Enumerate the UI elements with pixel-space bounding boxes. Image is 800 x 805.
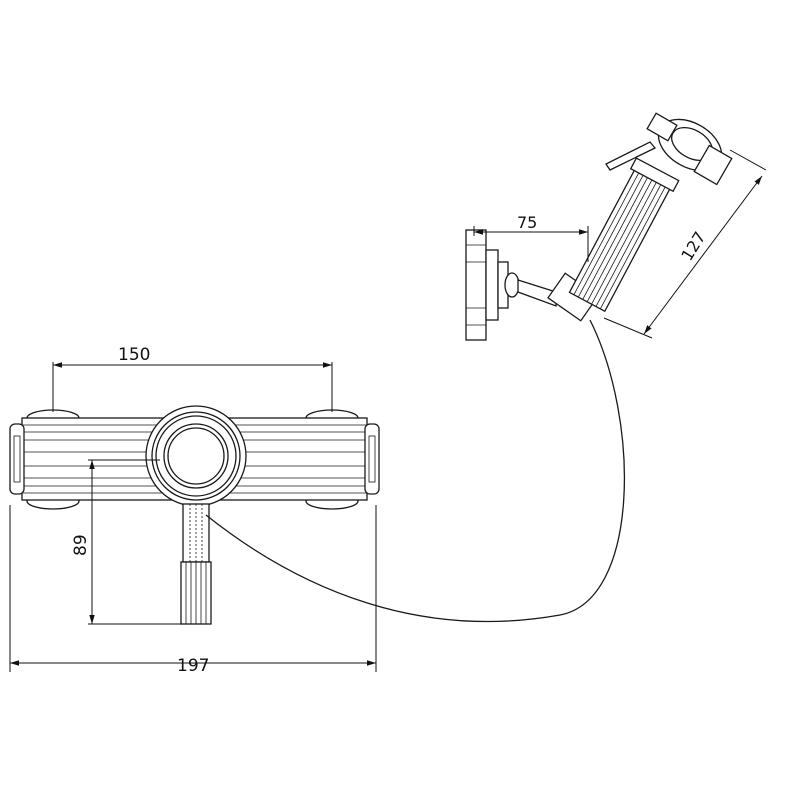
diverter-ring	[145, 405, 247, 507]
dim-150-label: 150	[118, 345, 150, 365]
wall-holder	[465, 229, 599, 341]
dim-197-label: 197	[177, 656, 209, 676]
left-handle	[9, 423, 25, 495]
handshower	[568, 112, 733, 313]
right-handle	[364, 423, 380, 495]
spout	[180, 503, 212, 625]
dim-75-label: 75	[517, 213, 537, 232]
trigger-lever	[605, 141, 657, 171]
dim-89-label: 89	[71, 534, 91, 556]
dim-holder-projection: 75	[473, 213, 589, 262]
handshower-head	[605, 112, 733, 186]
dim-spout-height: 89	[71, 459, 183, 625]
shower-hose	[205, 319, 626, 623]
dim-overall-width: 197	[9, 505, 377, 676]
holder-arm	[517, 279, 557, 307]
dim-127-label: 127	[677, 228, 709, 264]
mixer-body	[9, 405, 380, 625]
dim-mixer-spacing: 150	[52, 345, 333, 412]
holder-flange	[465, 229, 487, 341]
